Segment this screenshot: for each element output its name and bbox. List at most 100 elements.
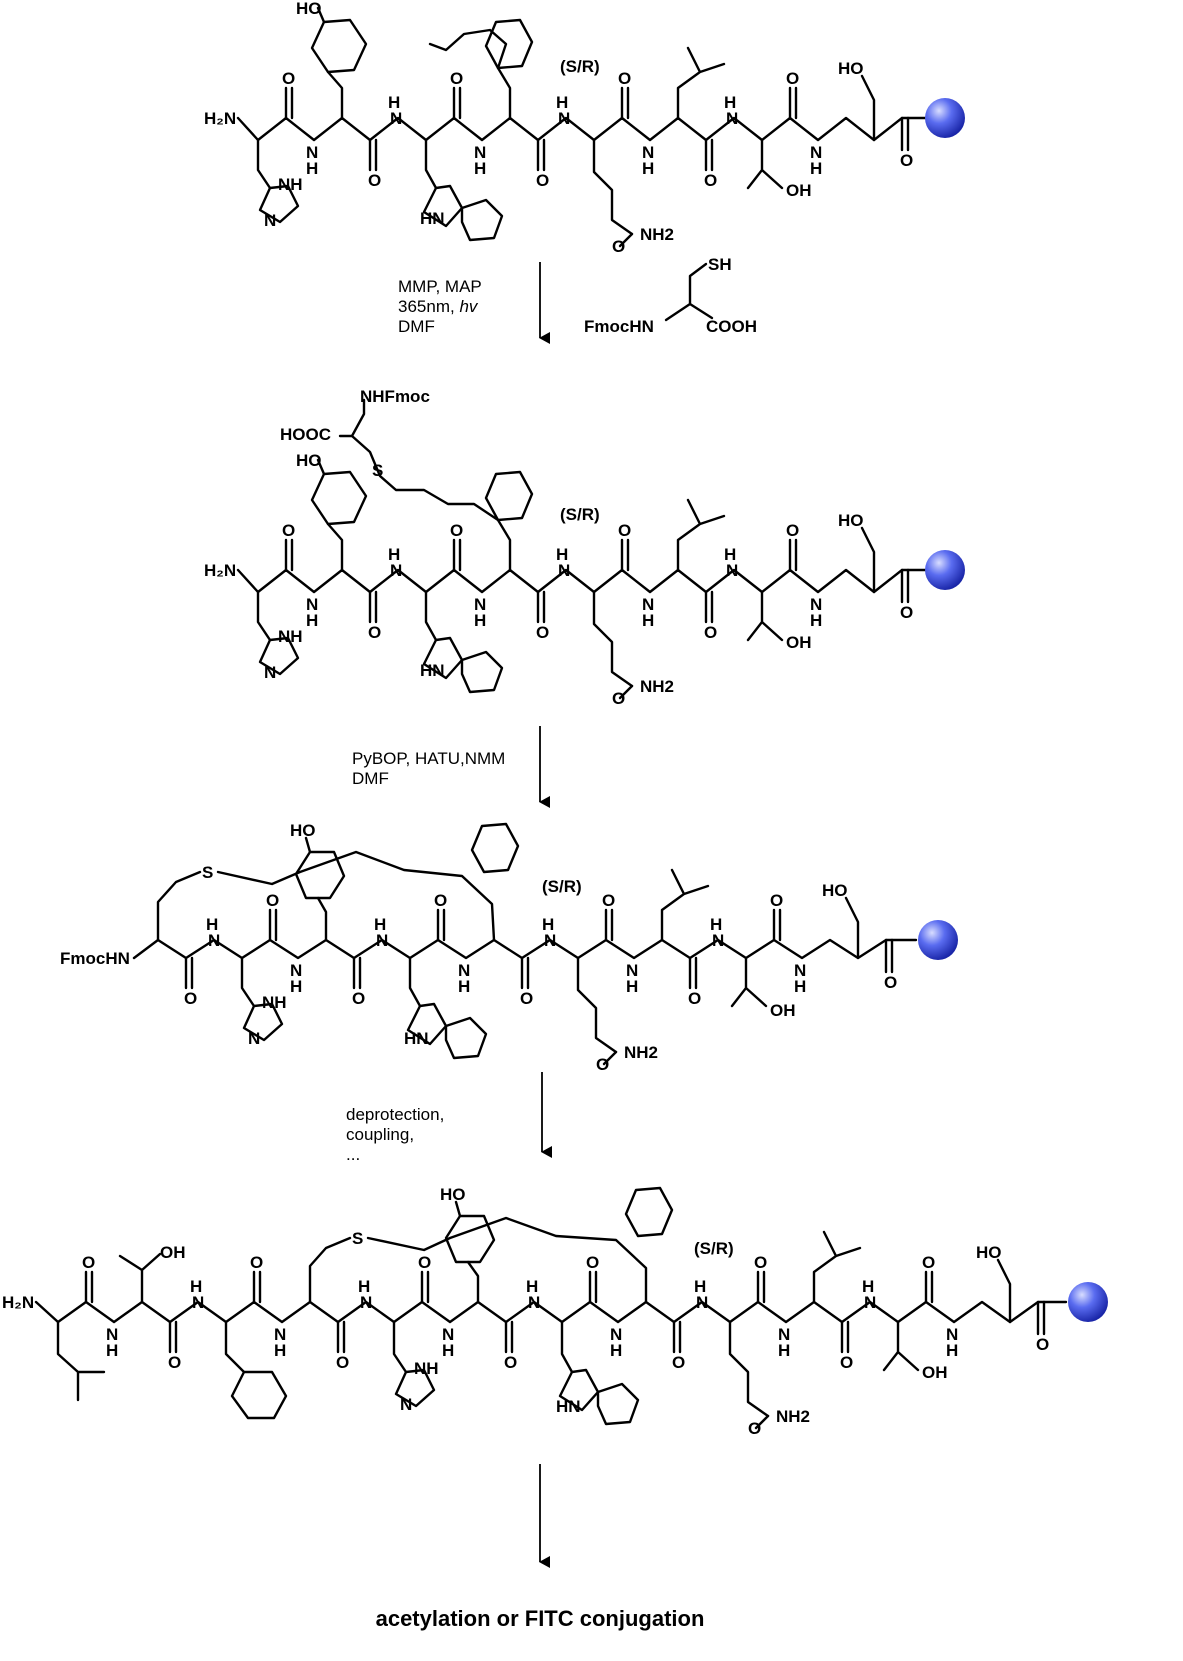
svg-text:O: O [884, 973, 897, 992]
svg-text:N: N [726, 109, 738, 128]
svg-text:(S/R): (S/R) [560, 505, 600, 524]
resin-bead-4 [1068, 1282, 1108, 1322]
svg-text:N: N [264, 663, 276, 682]
svg-text:H: H [474, 611, 486, 630]
svg-text:N: N [528, 1293, 540, 1312]
fmoc-cys-reagent: SH FmocHN COOH [584, 255, 757, 336]
svg-text:H₂N: H₂N [2, 1293, 34, 1312]
structure-4-extended-macrocycle [34, 1186, 1068, 1430]
svg-text:coupling,: coupling, [346, 1125, 414, 1144]
svg-text:O: O [786, 521, 799, 540]
svg-text:O: O [596, 1055, 609, 1074]
svg-text:N: N [544, 931, 556, 950]
svg-text:O: O [618, 521, 631, 540]
svg-text:H: H [206, 915, 218, 934]
svg-text:OH: OH [786, 181, 812, 200]
svg-text:O: O [184, 989, 197, 1008]
svg-text:O: O [504, 1353, 517, 1372]
svg-text:O: O [82, 1253, 95, 1272]
svg-text:O: O [250, 1253, 263, 1272]
svg-text:H₂N: H₂N [204, 109, 236, 128]
svg-text:NHFmoc: NHFmoc [360, 387, 430, 406]
svg-text:H: H [810, 611, 822, 630]
svg-text:H: H [642, 159, 654, 178]
svg-text:HOOC: HOOC [280, 425, 331, 444]
svg-text:O: O [368, 623, 381, 642]
svg-text:O: O [704, 623, 717, 642]
svg-text:HO: HO [296, 451, 322, 470]
svg-text:N: N [248, 1029, 260, 1048]
svg-text:NH: NH [278, 175, 303, 194]
svg-text:N: N [946, 1325, 958, 1344]
svg-text:N: N [558, 109, 570, 128]
svg-text:O: O [770, 891, 783, 910]
svg-text:N: N [810, 143, 822, 162]
svg-text:N: N [712, 931, 724, 950]
svg-text:NH2: NH2 [640, 225, 674, 244]
svg-text:deprotection,: deprotection, [346, 1105, 444, 1124]
svg-text:H: H [290, 977, 302, 996]
svg-text:O: O [704, 171, 717, 190]
svg-text:N: N [306, 143, 318, 162]
svg-text:HN: HN [420, 209, 445, 228]
svg-text:N: N [442, 1325, 454, 1344]
svg-text:N: N [390, 561, 402, 580]
svg-text:(S/R): (S/R) [560, 57, 600, 76]
svg-text:NH: NH [262, 993, 287, 1012]
svg-text:N: N [106, 1325, 118, 1344]
step-2-conditions: PyBOP, HATU,NMM DMF [352, 749, 505, 788]
svg-text:N: N [610, 1325, 622, 1344]
structure-3-macrocycle [132, 822, 918, 1066]
svg-text:H: H [458, 977, 470, 996]
structure-1-linear-peptide [236, 6, 936, 248]
structure-4-labels: H₂N O N H O OH H N O N H O H N O N H O H… [2, 1185, 1049, 1438]
svg-text:OH: OH [770, 1001, 796, 1020]
svg-text:DMF: DMF [398, 317, 435, 336]
svg-text:N: N [208, 931, 220, 950]
resin-bead-1 [925, 98, 965, 138]
svg-text:H: H [190, 1277, 202, 1296]
svg-text:S: S [352, 1229, 363, 1248]
svg-text:O: O [536, 623, 549, 642]
svg-text:HO: HO [838, 511, 864, 530]
svg-text:S: S [202, 863, 213, 882]
svg-text:O: O [922, 1253, 935, 1272]
svg-text:DMF: DMF [352, 769, 389, 788]
svg-text:HO: HO [976, 1243, 1002, 1262]
final-step-label: acetylation or FITC conjugation [376, 1606, 705, 1631]
structure-2-labels: H₂N O N H O H N O N H O H N O N H O H N … [204, 387, 913, 708]
svg-text:H: H [778, 1341, 790, 1360]
svg-text:N: N [810, 595, 822, 614]
svg-text:N: N [474, 143, 486, 162]
svg-text:N: N [376, 931, 388, 950]
svg-text:(S/R): (S/R) [694, 1239, 734, 1258]
svg-text:H: H [794, 977, 806, 996]
svg-text:H: H [358, 1277, 370, 1296]
svg-text:N: N [192, 1293, 204, 1312]
svg-text:N: N [696, 1293, 708, 1312]
svg-text:H: H [642, 611, 654, 630]
svg-text:O: O [536, 171, 549, 190]
svg-text:(S/R): (S/R) [542, 877, 582, 896]
svg-text:H: H [626, 977, 638, 996]
svg-text:NH: NH [414, 1359, 439, 1378]
svg-text:O: O [786, 69, 799, 88]
svg-text:N: N [864, 1293, 876, 1312]
svg-text:O: O [418, 1253, 431, 1272]
svg-text:NH2: NH2 [624, 1043, 658, 1062]
svg-text:N: N [642, 143, 654, 162]
svg-text:N: N [794, 961, 806, 980]
svg-text:HN: HN [404, 1029, 429, 1048]
svg-text:HN: HN [420, 661, 445, 680]
svg-text:N: N [306, 595, 318, 614]
svg-text:OH: OH [160, 1243, 186, 1262]
svg-text:O: O [586, 1253, 599, 1272]
svg-text:H: H [724, 93, 736, 112]
svg-text:N: N [400, 1395, 412, 1414]
svg-text:N: N [642, 595, 654, 614]
svg-text:H: H [710, 915, 722, 934]
svg-text:365nm, hv: 365nm, hv [398, 297, 479, 316]
svg-text:H: H [374, 915, 386, 934]
svg-text:H: H [306, 159, 318, 178]
